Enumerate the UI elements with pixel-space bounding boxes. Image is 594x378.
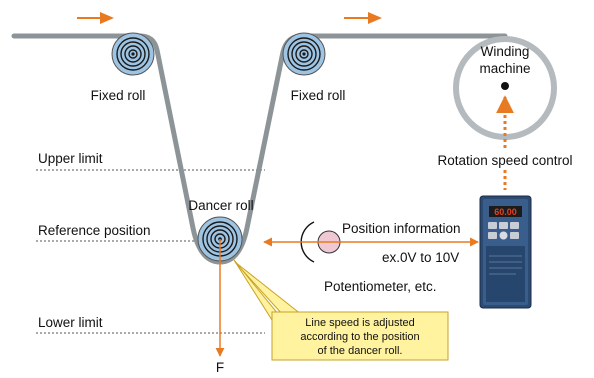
inverter-device: 60.00 bbox=[479, 195, 532, 309]
reference-position-label: Reference position bbox=[38, 223, 151, 238]
winding-machine-label-1: Winding bbox=[481, 44, 530, 59]
fixed-roll-left bbox=[111, 32, 155, 76]
winding-machine: Winding machine bbox=[453, 36, 557, 140]
web-direction-arrow-left bbox=[77, 12, 114, 24]
lower-limit-label: Lower limit bbox=[38, 315, 103, 330]
inverter-display: 60.00 bbox=[494, 207, 517, 217]
force-label: F bbox=[216, 360, 224, 375]
fixed-roll-right bbox=[282, 32, 326, 76]
dancer-roll-label: Dancer roll bbox=[188, 198, 253, 213]
upper-limit-label: Upper limit bbox=[38, 151, 103, 166]
callout: Line speed is adjusted according to the … bbox=[233, 259, 449, 361]
web-direction-arrows bbox=[0, 0, 594, 24]
callout-line-3: of the dancer roll. bbox=[318, 345, 403, 357]
fixed-roll-left-label: Fixed roll bbox=[91, 88, 146, 103]
fixed-roll-right-label: Fixed roll bbox=[291, 88, 346, 103]
web-direction-arrow-right bbox=[344, 12, 382, 24]
voltage-range-label: ex.0V to 10V bbox=[382, 250, 459, 265]
callout-line-1: Line speed is adjusted bbox=[305, 317, 414, 329]
winding-machine-center bbox=[501, 82, 509, 90]
winding-machine-label-2: machine bbox=[479, 61, 530, 76]
rotation-speed-control-label: Rotation speed control bbox=[437, 153, 572, 168]
callout-line-2: according to the position bbox=[300, 331, 419, 343]
position-information-label: Position information bbox=[342, 221, 461, 236]
potentiometer-label: Potentiometer, etc. bbox=[324, 279, 437, 294]
